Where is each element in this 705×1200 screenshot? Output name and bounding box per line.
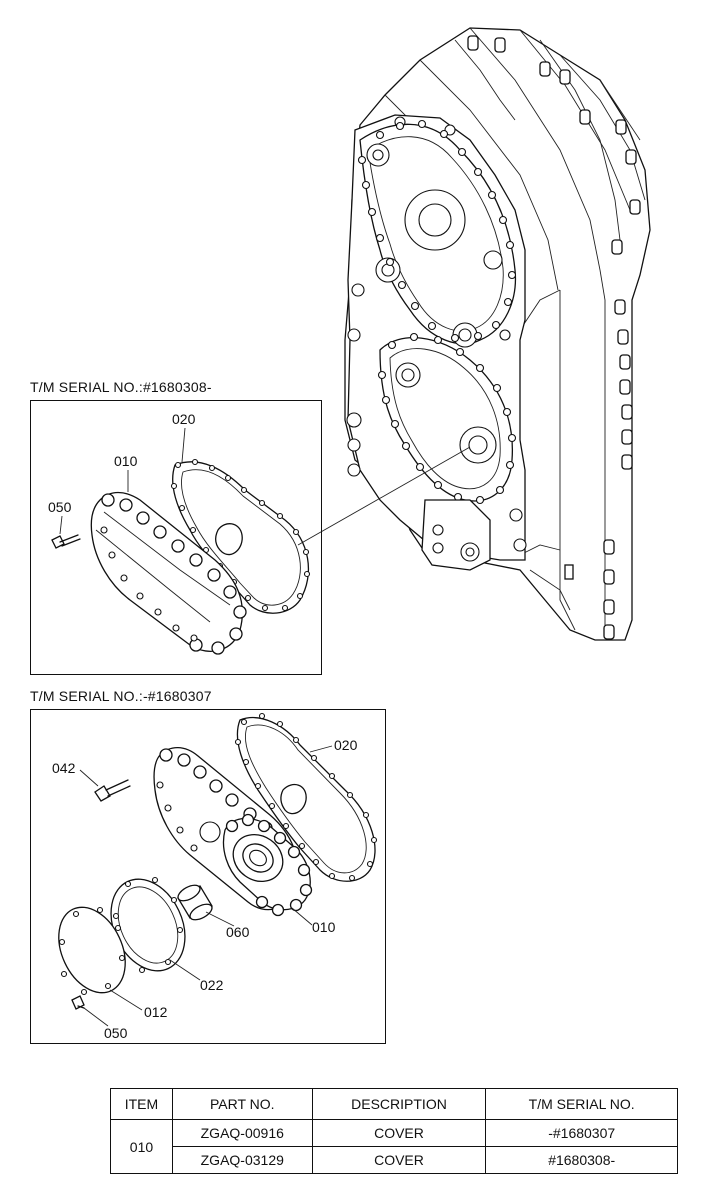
- upper-serial-caption: T/M SERIAL NO.:#1680308-: [30, 379, 212, 395]
- callout-060-lower: 060: [226, 924, 250, 940]
- upper-inset-parts: [51, 427, 311, 655]
- leader-line-to-housing: [297, 446, 471, 546]
- serial-cell: -#1680307: [485, 1119, 678, 1147]
- callout-010-lower: 010: [312, 919, 336, 935]
- header-item: ITEM: [110, 1088, 173, 1120]
- parts-table-header-row: ITEM PART NO. DESCRIPTION T/M SERIAL NO.: [110, 1088, 678, 1120]
- table-row: 010 ZGAQ-00916 COVER -#1680307: [110, 1119, 678, 1174]
- part-no-cell: ZGAQ-03129: [171, 1146, 313, 1174]
- upper-gasket-bolts: [357, 119, 517, 343]
- exploded-parts-diagram: 020 010 050 020 042 010 060 022 012 050: [48, 27, 651, 1041]
- callout-020-lower: 020: [334, 737, 358, 753]
- callout-050-lower: 050: [104, 1025, 128, 1041]
- parts-table: ITEM PART NO. DESCRIPTION T/M SERIAL NO.…: [110, 1088, 678, 1174]
- description-cell: COVER: [311, 1146, 487, 1174]
- upper-callouts: 020 010 050: [48, 411, 196, 515]
- callout-050-upper: 050: [48, 499, 72, 515]
- lower-inset-parts: [58, 712, 378, 1027]
- upper-inset-frame: [30, 400, 322, 675]
- lower-inset-frame: [30, 709, 386, 1044]
- lower-serial-caption: T/M SERIAL NO.:-#1680307: [30, 688, 212, 704]
- transmission-housing: [344, 27, 651, 641]
- serial-cell: #1680308-: [485, 1146, 678, 1174]
- header-description: DESCRIPTION: [311, 1088, 487, 1120]
- lower-gasket-bolts: [377, 332, 517, 505]
- part-no-cell: ZGAQ-00916: [171, 1119, 313, 1147]
- header-part-no: PART NO.: [171, 1088, 313, 1120]
- description-cell: COVER: [311, 1119, 487, 1147]
- header-serial-no: T/M SERIAL NO.: [485, 1088, 678, 1120]
- lower-callouts: 020 042 010 060 022 012 050: [52, 737, 358, 1041]
- callout-010-upper: 010: [114, 453, 138, 469]
- right-edge-bolt-lugs: [467, 35, 641, 640]
- item-cell: 010: [110, 1119, 173, 1174]
- table-row: ZGAQ-03129 COVER #1680308-: [111, 1146, 678, 1174]
- callout-022-lower: 022: [200, 977, 224, 993]
- callout-042-lower: 042: [52, 760, 76, 776]
- callout-012-lower: 012: [144, 1004, 168, 1020]
- callout-020-upper: 020: [172, 411, 196, 427]
